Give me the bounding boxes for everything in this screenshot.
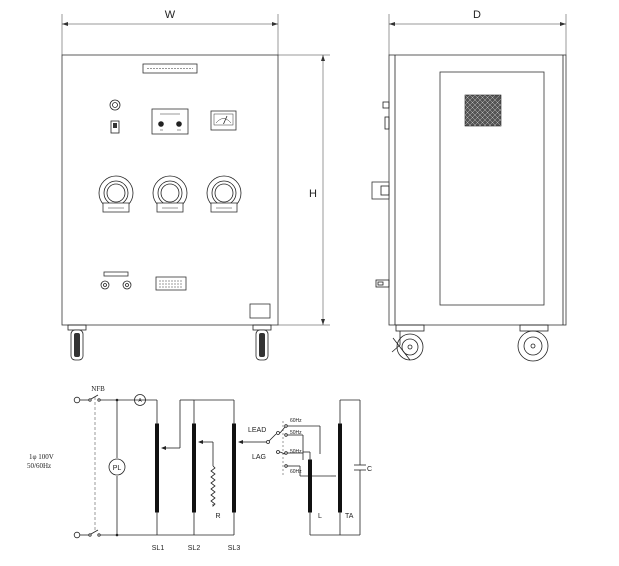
- capacitor-label: C: [367, 466, 372, 473]
- lead-label: LEAD: [248, 427, 266, 434]
- sl1-core: [155, 423, 159, 513]
- sl1-label: SL1: [152, 545, 165, 552]
- nfb-breaker-icon: [88, 394, 101, 537]
- terminal-right[interactable]: [122, 280, 132, 290]
- input-terminal-top: [73, 396, 81, 404]
- front-view: W: [61, 9, 330, 361]
- power-lamp-icon: [109, 99, 121, 111]
- supply-frequency: 50/60Hz: [27, 462, 51, 470]
- power-switch[interactable]: [110, 120, 120, 134]
- input-terminal-bottom: [73, 531, 81, 539]
- tap-label-1: 60Hz: [290, 418, 302, 424]
- height-label: H: [309, 188, 317, 200]
- access-panel: [249, 303, 271, 319]
- dial-sl3[interactable]: [206, 175, 242, 213]
- rating-label: [155, 276, 187, 291]
- ta-label: TA: [345, 513, 354, 520]
- dial-sl1[interactable]: [98, 175, 134, 213]
- ammeter-label: A: [138, 398, 142, 404]
- ta-core: [338, 423, 342, 513]
- sl3-core: [232, 423, 236, 513]
- inductor-core: [308, 459, 312, 513]
- resistor-label: R: [215, 513, 220, 520]
- inductor-label: L: [318, 513, 322, 520]
- depth-label: D: [473, 9, 481, 21]
- meter-icon: [210, 110, 237, 131]
- sl2-label: SL2: [188, 545, 201, 552]
- ammeter-icon: [134, 394, 146, 406]
- caster-front-right: [252, 324, 272, 361]
- select-knob-right[interactable]: [176, 121, 182, 127]
- select-panel: [151, 108, 189, 135]
- resistor-icon: [210, 465, 216, 507]
- tap-label-3: 50Hz: [290, 449, 302, 455]
- dial-sl2[interactable]: [152, 175, 188, 213]
- width-label: W: [165, 9, 176, 21]
- tap-label-4: 60Hz: [290, 469, 302, 475]
- pilot-lamp-label: PL: [113, 465, 122, 472]
- nfb-label: NFB: [91, 385, 105, 393]
- wiring-schematic: NFB 1φ 100V 50/60Hz PL A SL1 S: [27, 385, 372, 552]
- side-view: D: [371, 9, 567, 362]
- sl2-core: [192, 423, 196, 513]
- tap-label-2: 50Hz: [290, 430, 302, 436]
- caster-side-left: [391, 324, 425, 361]
- select-knob-left[interactable]: [158, 121, 164, 127]
- supply-phase: 1φ 100V: [29, 453, 54, 461]
- sl3-label: SL3: [228, 545, 241, 552]
- caster-front-left: [67, 324, 87, 361]
- output-terminals: [100, 271, 132, 290]
- pilot-lamp-icon: [108, 458, 126, 476]
- terminal-left[interactable]: [100, 280, 110, 290]
- lag-label: LAG: [252, 454, 266, 461]
- caster-side-right: [517, 324, 549, 362]
